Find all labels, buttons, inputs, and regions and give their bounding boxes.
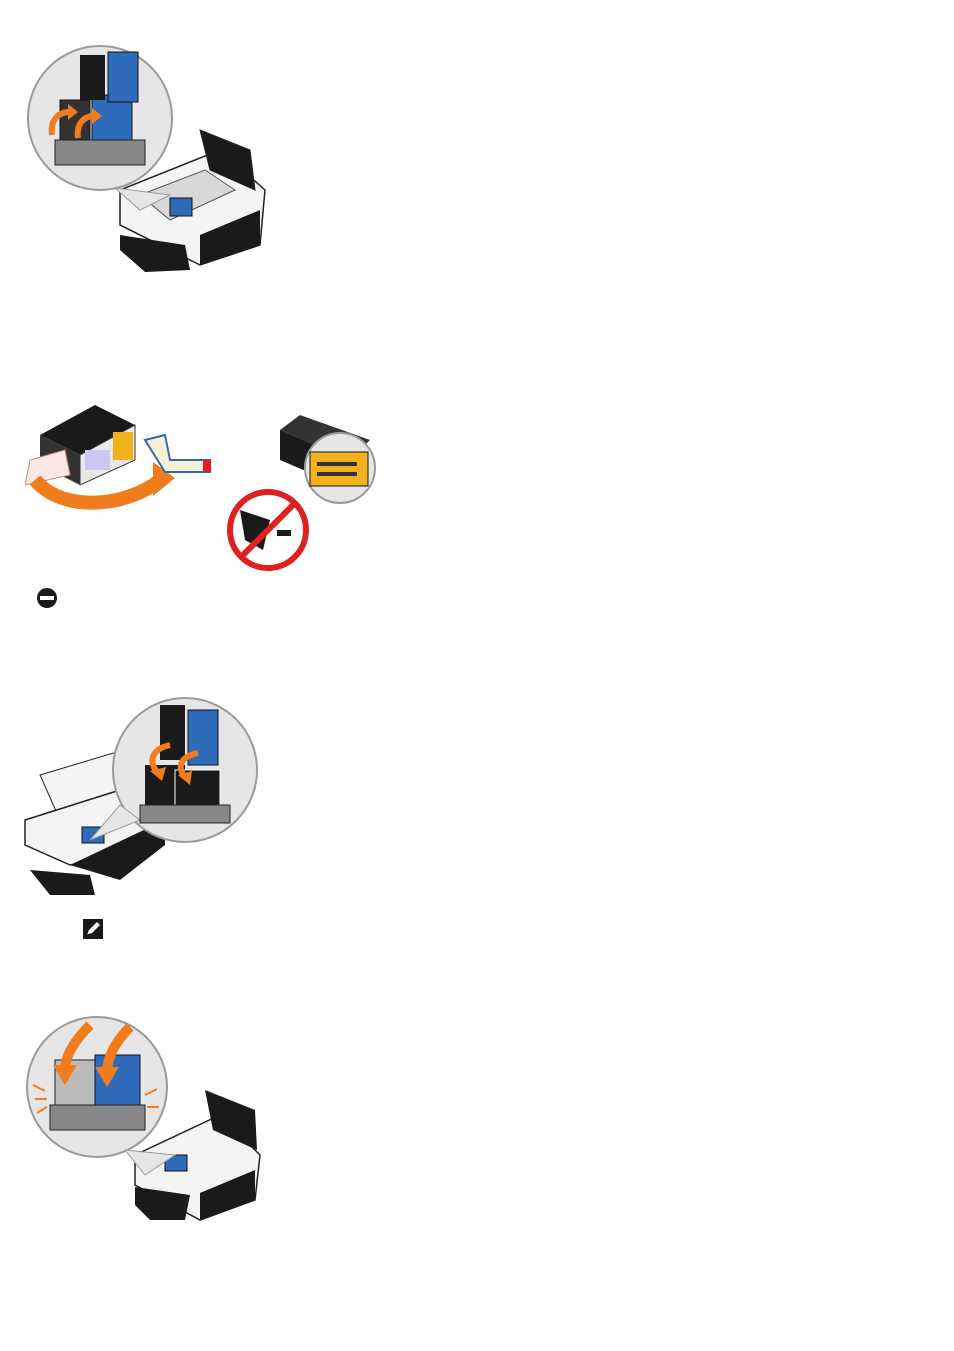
magnifier-circle (90, 698, 257, 842)
do-not-touch-icon (230, 492, 306, 568)
close-lids-illustration (25, 1015, 270, 1225)
remove-tape-illustration (25, 400, 380, 575)
cartridge-with-tape (25, 405, 135, 485)
note-pencil-icon (82, 918, 104, 940)
remove-cartridges-illustration (20, 40, 280, 280)
contacts-magnifier (305, 433, 375, 503)
notice-icon (36, 587, 58, 609)
insert-cartridges-illustration (20, 695, 265, 900)
